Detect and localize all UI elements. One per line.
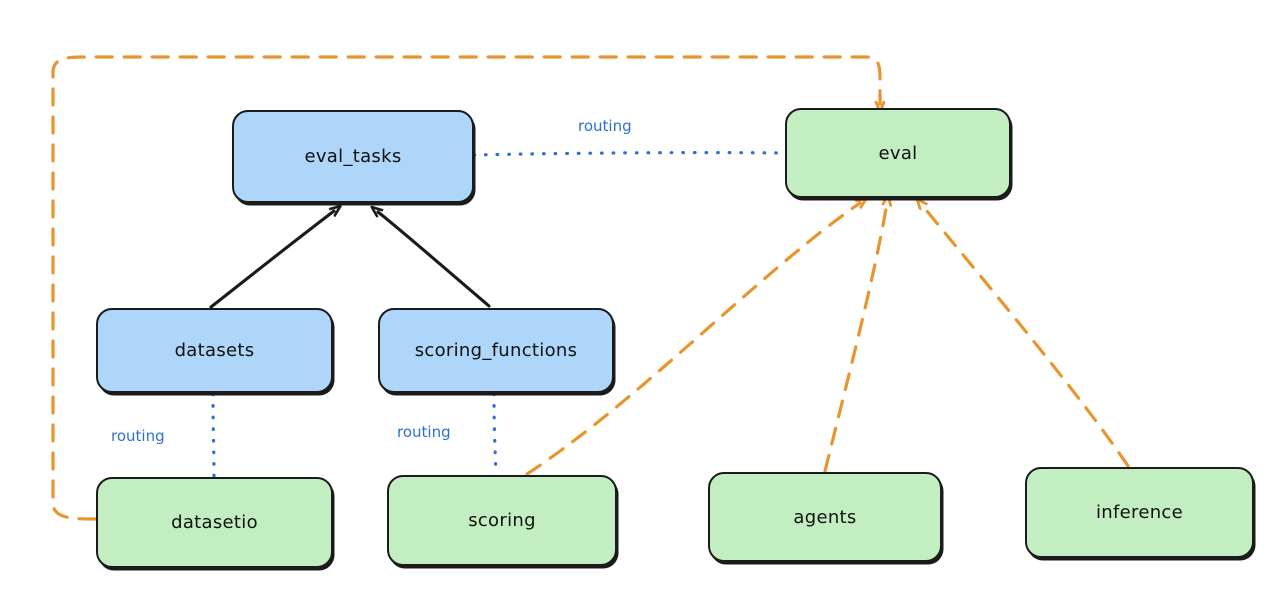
node-inference[interactable]: inference <box>1025 467 1254 558</box>
node-datasets[interactable]: datasets <box>96 308 333 393</box>
node-datasetio[interactable]: datasetio <box>96 477 333 568</box>
node-eval[interactable]: eval <box>785 108 1011 198</box>
edge-label-routing-scoring-functions-scoring: routing <box>397 423 451 441</box>
node-label-datasetio: datasetio <box>171 512 258 533</box>
node-scoring[interactable]: scoring <box>387 475 617 566</box>
node-agents[interactable]: agents <box>708 472 942 562</box>
edge-scoring-to-eval <box>525 203 860 476</box>
node-label-scoring: scoring <box>468 510 536 531</box>
node-scoring-functions[interactable]: scoring_functions <box>378 308 614 393</box>
node-label-scoring-functions: scoring_functions <box>414 340 578 361</box>
edge-datasets-to-eval-tasks <box>209 211 334 309</box>
edge-routing-datasets-to-datasetio <box>211 392 216 478</box>
node-eval-tasks[interactable]: eval_tasks <box>232 110 474 203</box>
edge-routing-scoring-functions-to-scoring <box>492 392 498 476</box>
edge-agents-to-eval <box>823 203 887 473</box>
edge-label-routing-eval-tasks-eval: routing <box>578 117 632 135</box>
edge-label-routing-datasets-datasetio: routing <box>111 427 165 445</box>
node-label-inference: inference <box>1096 502 1183 523</box>
node-label-eval: eval <box>878 142 918 164</box>
node-label-datasets: datasets <box>174 340 255 361</box>
edge-routing-eval-tasks-to-eval <box>472 151 786 157</box>
edge-scoring-functions-to-eval-tasks <box>378 212 491 308</box>
node-label-eval-tasks: eval_tasks <box>304 146 402 167</box>
edge-inference-to-eval <box>922 205 1130 468</box>
edge-datasetio-to-eval <box>51 55 880 521</box>
node-label-agents: agents <box>793 506 857 528</box>
